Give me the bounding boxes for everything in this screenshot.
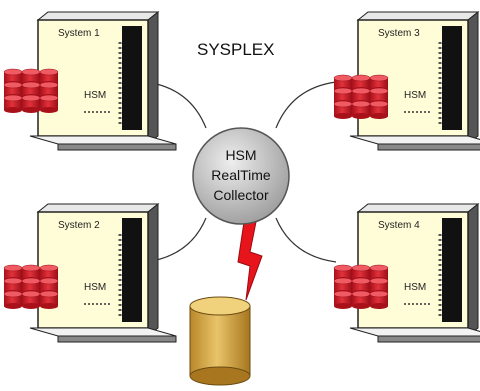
diagram-title: SYSPLEX: [197, 40, 275, 59]
system-1-hsm-label: HSM: [84, 90, 106, 101]
hub-text-line-3: Collector: [213, 187, 269, 203]
hub-text-line-1: HSM: [225, 147, 256, 163]
system-4-label: System 4: [378, 220, 420, 231]
connector-system-4: [275, 217, 337, 263]
system-1-disk-icon: [4, 69, 58, 113]
system-3-disk-icon: [334, 75, 388, 119]
connector-system-3: [275, 81, 337, 129]
hub-text-line-2: RealTime: [211, 167, 271, 183]
system-2-label: System 2: [58, 220, 100, 231]
system-2-disk-icon: [4, 265, 58, 309]
system-3-hsm-label: HSM: [404, 90, 426, 101]
system-1-label: System 1: [58, 28, 100, 39]
system-3-label: System 3: [378, 28, 420, 39]
system-2-hsm-label: HSM: [84, 282, 106, 293]
system-4-disk-icon: [334, 265, 388, 309]
collector-hub: [192, 127, 290, 225]
database-icon: [189, 296, 251, 386]
system-4-hsm-label: HSM: [404, 282, 426, 293]
lightning-icon: [237, 221, 263, 301]
